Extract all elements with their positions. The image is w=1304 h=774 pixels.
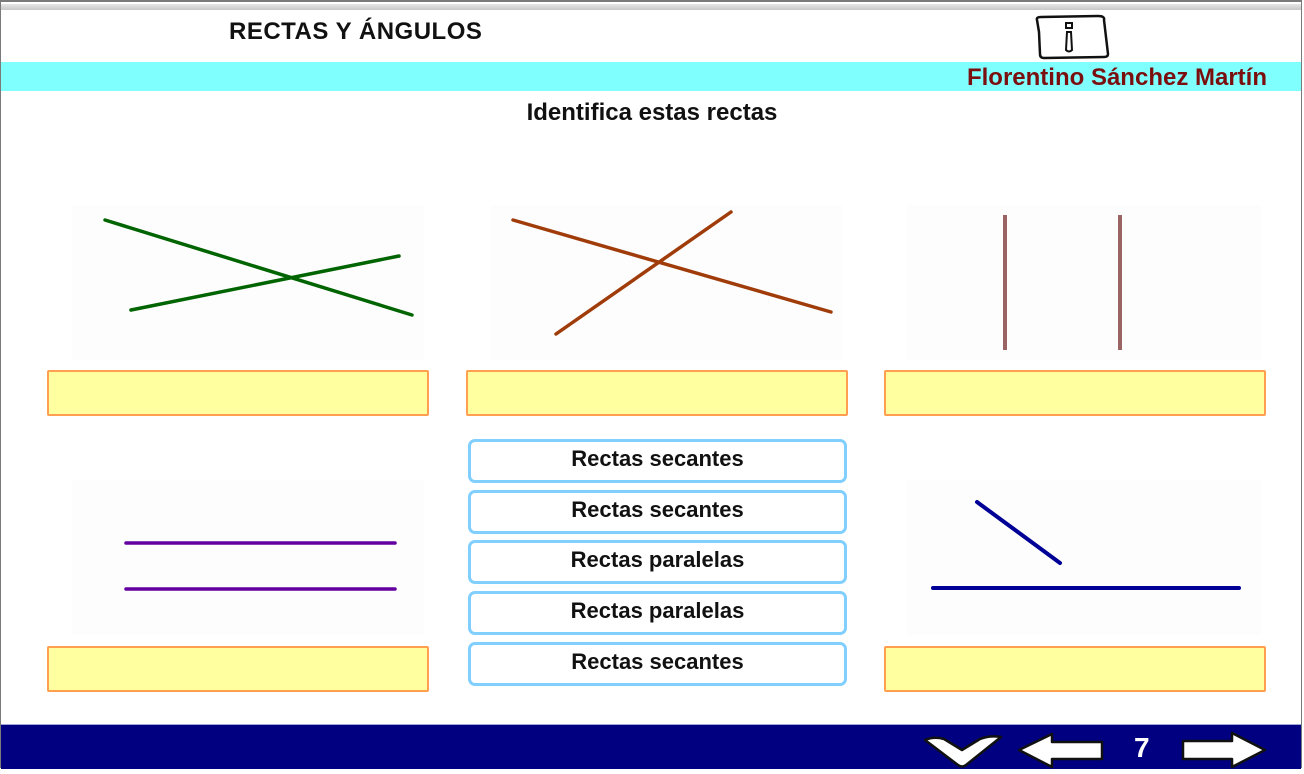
arrow-left-icon <box>1017 732 1104 769</box>
author-name: Florentino Sánchez Martín <box>966 64 1267 91</box>
lines-figure-5 <box>931 500 1241 590</box>
option-rectas-paralelas-1[interactable]: Rectas paralelas <box>468 540 847 584</box>
page-title: RECTAS Y ÁNGULOS <box>229 18 483 45</box>
figure-parallel-vertical <box>907 205 1262 360</box>
info-button[interactable] <box>1032 14 1112 60</box>
top-strip <box>1 4 1301 10</box>
option-rectas-secantes-3[interactable]: Rectas secantes <box>468 642 847 686</box>
check-icon <box>923 735 1003 768</box>
info-icon <box>1035 14 1110 60</box>
option-rectas-secantes-2[interactable]: Rectas secantes <box>468 490 847 534</box>
answer-box-1[interactable] <box>47 370 429 416</box>
arrow-right-icon <box>1181 731 1267 769</box>
figure-parallel-horizontal <box>72 480 424 635</box>
answer-box-3[interactable] <box>884 370 1266 416</box>
check-button[interactable] <box>922 732 1004 768</box>
lines-figure-4 <box>124 541 397 591</box>
option-rectas-paralelas-2[interactable]: Rectas paralelas <box>468 591 847 635</box>
lines-figure-2 <box>511 210 833 336</box>
author-bar <box>1 62 1301 91</box>
figure-intersecting-green <box>72 205 424 360</box>
lines-figure-3 <box>1003 215 1122 350</box>
page-number: 7 <box>1134 732 1150 763</box>
lines-figure-1 <box>103 218 414 317</box>
answer-box-2[interactable] <box>466 370 848 416</box>
next-button[interactable] <box>1180 731 1268 769</box>
answer-box-5[interactable] <box>884 646 1266 692</box>
footer-bar <box>1 724 1301 769</box>
figure-intersecting-brown <box>490 205 842 360</box>
instruction-text: Identifica estas rectas <box>526 99 778 126</box>
option-rectas-secantes-1[interactable]: Rectas secantes <box>468 439 847 483</box>
previous-button[interactable] <box>1016 731 1106 769</box>
figure-secant-segment <box>907 480 1262 635</box>
answer-box-4[interactable] <box>47 646 429 692</box>
